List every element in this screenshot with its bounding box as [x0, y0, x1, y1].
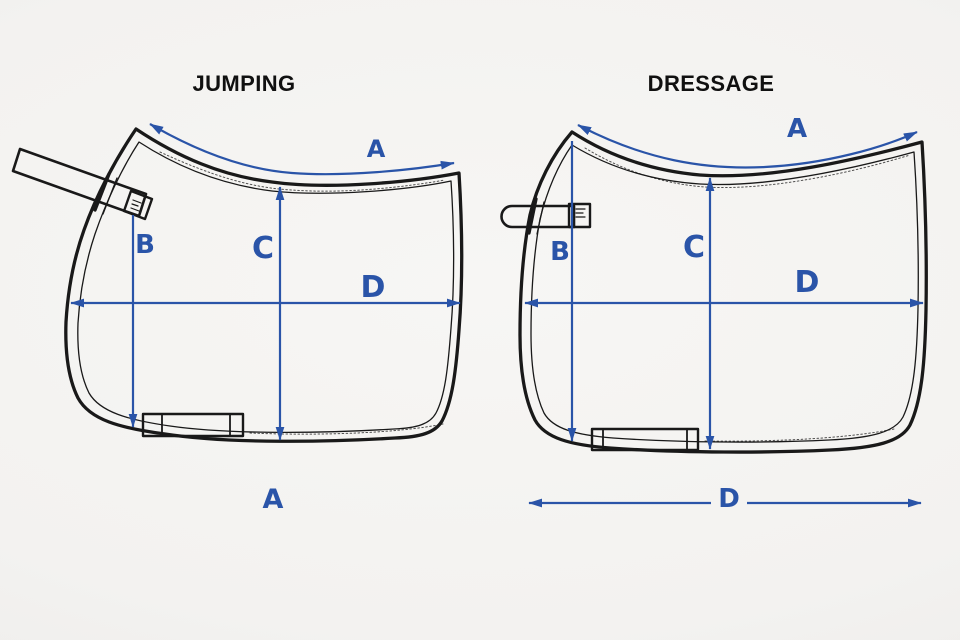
- jumping-girth-loop: [141, 412, 245, 438]
- jumping-edge-over-strap: [93, 172, 118, 215]
- dressage-pad-binding-line: [530, 144, 919, 443]
- dressage-label-c: C: [683, 230, 705, 265]
- dressage-label-b: B: [550, 237, 570, 267]
- jumping-strap-patch: [122, 189, 154, 221]
- jumping-label-d: D: [361, 270, 386, 305]
- jumping-label-b: B: [135, 230, 155, 260]
- jumping-measure-a-curve: [149, 123, 455, 176]
- jumping-pad-binding-line: [77, 141, 455, 434]
- dressage-strap: [500, 202, 592, 229]
- dressage-label-a-top: A: [787, 114, 807, 144]
- dressage-title: DRESSAGE: [648, 71, 775, 96]
- dressage-pad-drawing: [500, 130, 928, 454]
- jumping-bottom-stitching: [249, 423, 444, 435]
- brand-logo-icon: [575, 208, 586, 218]
- dressage-bottom-stitching: [704, 428, 895, 442]
- brand-logo-icon: [130, 199, 142, 212]
- dressage-diagram: DRESSAGE: [500, 71, 928, 514]
- jumping-label-c: C: [252, 231, 274, 266]
- jumping-strap: [11, 147, 154, 221]
- dressage-measure-a-curve: [577, 124, 918, 169]
- dressage-strap-patch: [567, 202, 592, 229]
- jumping-pad-drawing: [11, 127, 464, 443]
- jumping-label-a-bottom: A: [263, 484, 284, 515]
- dressage-girth-loop: [590, 427, 700, 452]
- dressage-measurement-arrows: [524, 124, 924, 508]
- dressage-label-d-bottom: D: [718, 484, 740, 514]
- jumping-pad-outline: [64, 127, 464, 443]
- dressage-edge-over-strap: [527, 197, 545, 235]
- dressage-top-stitching: [584, 147, 911, 189]
- jumping-diagram: JUMPING: [11, 71, 464, 515]
- dressage-label-d: D: [795, 265, 820, 300]
- jumping-measurement-arrows: [70, 123, 461, 441]
- jumping-measure-labels: A B C D A: [135, 135, 386, 515]
- jumping-title: JUMPING: [192, 71, 295, 96]
- dressage-measure-labels: A B C D D: [550, 114, 819, 514]
- dressage-pad-outline: [518, 130, 928, 454]
- jumping-label-a-top: A: [367, 135, 386, 163]
